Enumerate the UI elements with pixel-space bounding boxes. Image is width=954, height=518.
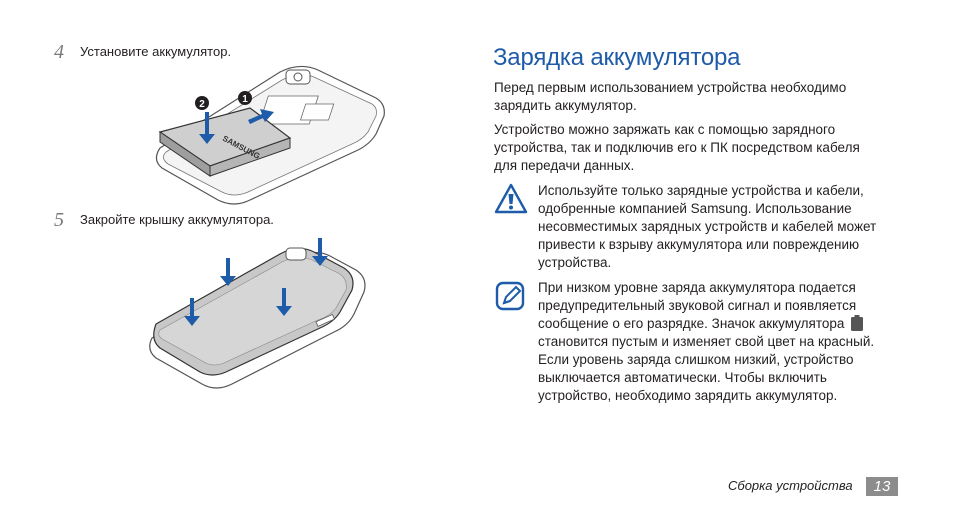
insert-arrow-icon — [199, 112, 215, 144]
step-number: 4 — [54, 41, 64, 63]
step-number: 5 — [54, 209, 64, 231]
press-arrow-icon — [184, 298, 200, 326]
step-5: 5 Закройте крышку аккумулятора. — [54, 209, 274, 231]
battery-cover-illustration — [149, 238, 366, 389]
footer-section-label: Сборка устройства — [728, 478, 853, 493]
callout-1-icon — [238, 91, 252, 105]
svg-text:2: 2 — [199, 99, 205, 110]
note-pencil-icon — [495, 281, 525, 311]
note-text: При низком уровне заряда аккумулятора по… — [538, 279, 894, 405]
note-text-after: становится пустым и изменяет свой цвет н… — [538, 334, 875, 403]
step-4: 4 Установите аккумулятор. — [54, 41, 232, 63]
charging-paragraph: Устройство можно заряжать как с помощью … — [494, 122, 860, 173]
battery-insert-illustration: SAMSUNG 2 1 — [155, 65, 385, 205]
warning-notice: Используйте только зарядные устройства и… — [494, 182, 894, 272]
svg-text:1: 1 — [242, 94, 248, 105]
warning-triangle-icon — [494, 183, 528, 214]
slide-arrow-icon — [248, 109, 274, 124]
step-text: Закройте крышку аккумулятора. — [80, 212, 274, 227]
note-text-before: При низком уровне заряда аккумулятора по… — [538, 280, 857, 331]
warning-text: Используйте только зарядные устройства и… — [538, 183, 877, 270]
press-arrow-icon — [312, 238, 328, 266]
press-arrow-icon — [276, 288, 292, 316]
battery-empty-icon — [851, 315, 864, 331]
section-title: Зарядка аккумулятора — [493, 44, 741, 71]
note-notice: При низком уровне заряда аккумулятора по… — [494, 279, 894, 409]
intro-paragraph: Перед первым использованием устройства н… — [494, 80, 847, 113]
callout-2-icon — [195, 96, 209, 110]
step-text: Установите аккумулятор. — [80, 44, 232, 59]
page-number: 13 — [866, 477, 898, 496]
press-arrow-icon — [220, 258, 236, 286]
